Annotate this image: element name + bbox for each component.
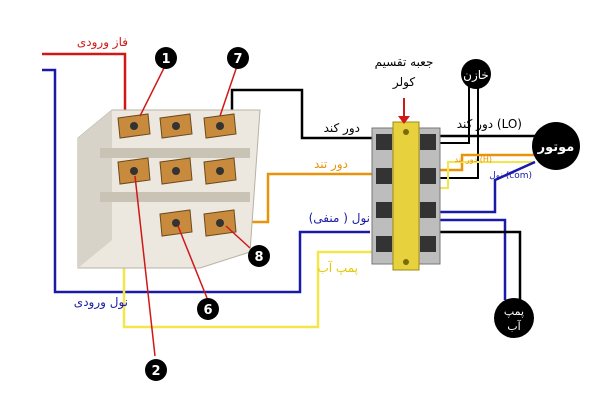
junction-box-label-line1: جعبه تقسیم	[375, 55, 434, 69]
pump-neutral-wire	[440, 218, 507, 300]
fast-speed-label-left: دور تند	[314, 157, 348, 172]
switch-terminal-a	[159, 113, 193, 139]
fast-speed-wire-right-2	[440, 161, 535, 189]
switch-terminal-1	[117, 113, 151, 139]
marker-2-pointer	[134, 175, 156, 357]
phase-input-label: فاز ورودی	[77, 35, 128, 50]
switch-terminal-c	[203, 157, 237, 185]
neutral-com-wire	[440, 160, 536, 214]
marker-2-number: 2	[151, 364, 160, 379]
neutral-input-label: نول ورودی	[74, 295, 128, 310]
switch-terminal-6	[159, 209, 193, 237]
marker-8-pointer	[225, 225, 251, 249]
switch-terminal-2	[117, 157, 151, 185]
motor: موتور	[532, 122, 580, 170]
marker-7: 7	[227, 47, 249, 69]
marker-8-number: 8	[254, 250, 263, 265]
marker-1-number: 1	[161, 52, 170, 67]
marker-6-number: 6	[203, 303, 212, 318]
cooler-switch	[77, 109, 261, 269]
neutral-com-label: نول (com)	[489, 171, 532, 181]
slow-speed-label-right: دور کند (LO)	[457, 117, 522, 132]
junction-box	[371, 121, 441, 271]
marker-7-number: 7	[233, 52, 242, 67]
capacitor-label: خازن	[463, 68, 489, 83]
pump-label-line2: آب	[507, 319, 521, 333]
phase-input-wire	[42, 52, 127, 118]
slow-speed-label-left: دور کند	[324, 121, 360, 136]
marker-1-pointer	[139, 65, 166, 117]
neutral-negative-label: نول ( منفی)	[309, 211, 370, 226]
junction-box-pointer-head	[398, 116, 410, 124]
capacitor-wire-a	[440, 84, 470, 144]
marker-8: 8	[248, 245, 270, 267]
marker-1: 1	[155, 47, 177, 69]
switch-terminal-8	[203, 209, 237, 237]
neutral-input-wire	[42, 68, 370, 294]
fast-speed-wire-left	[245, 172, 372, 224]
marker-6: 6	[197, 298, 219, 320]
marker-2: 2	[145, 359, 167, 381]
water-pump: پمپ آب	[494, 298, 534, 338]
capacitor: خازن	[461, 59, 491, 89]
switch-terminal-7	[203, 113, 237, 139]
capacitor-wire-b	[440, 84, 479, 179]
marker-7-pointer	[219, 65, 238, 117]
slow-speed-wire-left	[230, 88, 372, 140]
marker-6-pointer	[177, 225, 208, 299]
motor-label: موتور	[537, 140, 575, 155]
pump-label-line1: پمپ	[504, 305, 524, 318]
fast-speed-label-right: دور تند (H)	[455, 155, 492, 164]
pump-supply-wire	[440, 230, 522, 300]
junction-box-label-line2: کولر	[392, 75, 415, 90]
pump-label-left: پمپ آب	[317, 260, 358, 275]
switch-terminal-b	[159, 157, 193, 185]
